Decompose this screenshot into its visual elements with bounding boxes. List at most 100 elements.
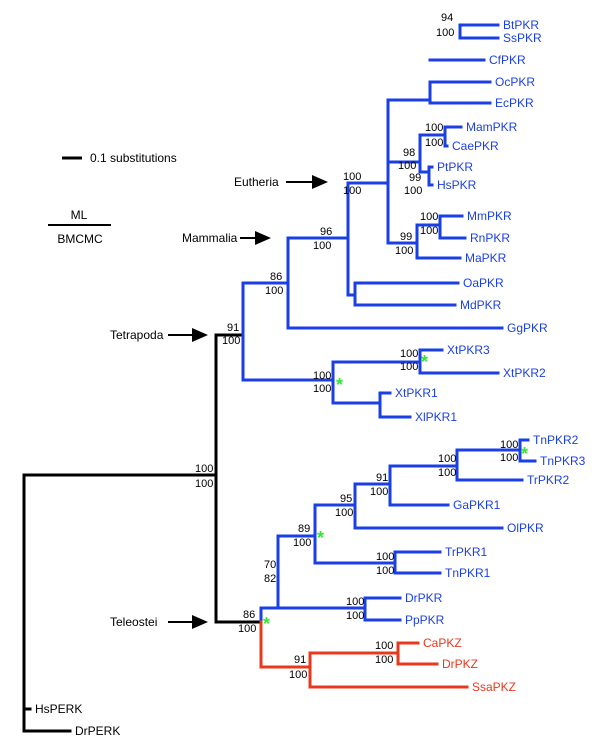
pkz-leaf-labels: CaPKZ DrPKZ SsaPKZ bbox=[423, 636, 516, 694]
support-ga-b: 100 bbox=[335, 507, 353, 519]
support-amn-b: 100 bbox=[265, 285, 283, 297]
support-values: 94 100 100 100 99 100 98 100 100 100 99 … bbox=[195, 12, 518, 681]
support-prim-ml: 98 bbox=[403, 147, 415, 159]
clade-annotations: Eutheria Mammalia Tetrapoda Teleostei bbox=[110, 175, 328, 629]
leaf-drpkz: DrPKZ bbox=[442, 657, 478, 671]
star-teleo: * bbox=[263, 614, 270, 634]
leaf-oc: OcPKR bbox=[495, 75, 535, 89]
leaf-gg: GgPKR bbox=[507, 321, 548, 335]
star-pkr1: * bbox=[317, 528, 324, 548]
support-tntr-b: 100 bbox=[438, 467, 456, 479]
support-root-b: 100 bbox=[195, 478, 213, 490]
support-cadr-ml: 100 bbox=[375, 640, 393, 652]
clade-eutheria-arrow-head bbox=[312, 175, 328, 189]
leaf-bt: BtPKR bbox=[503, 18, 539, 32]
support-pkz-ml: 91 bbox=[294, 654, 306, 666]
gene-duplication-markers: * * * * * bbox=[263, 352, 528, 634]
leaf-oa: OaPKR bbox=[463, 276, 504, 290]
support-euth-b: 100 bbox=[343, 185, 361, 197]
support-rod-ml: 99 bbox=[400, 231, 412, 243]
support-tr1tn1-b: 100 bbox=[376, 565, 394, 577]
clade-eutheria-label: Eutheria bbox=[234, 175, 279, 189]
scale-bar: 0.1 substitutions bbox=[62, 151, 177, 165]
leaf-tn1: TnPKR1 bbox=[445, 566, 491, 580]
legend-ml: ML bbox=[71, 208, 88, 222]
support-xen-ml: 100 bbox=[313, 370, 331, 382]
support-tet-ml: 91 bbox=[227, 322, 239, 334]
leaf-xt3: XtPKR3 bbox=[447, 343, 490, 357]
support-tet-b: 100 bbox=[222, 335, 240, 347]
support-legend: ML BMCMC bbox=[48, 208, 111, 246]
leaf-ol: OlPKR bbox=[507, 521, 544, 535]
leaf-tr2: TrPKR2 bbox=[527, 473, 570, 487]
support-rod-b: 100 bbox=[395, 245, 413, 257]
support-tr1tn1-ml: 100 bbox=[376, 551, 394, 563]
support-amn-ml: 86 bbox=[270, 271, 282, 283]
support-btss-ml: 94 bbox=[441, 12, 453, 24]
leaf-mm: MmPKR bbox=[467, 209, 512, 223]
star-xt32: * bbox=[421, 352, 428, 372]
support-tetr-b: 100 bbox=[370, 486, 388, 498]
support-mam-b: 100 bbox=[313, 240, 331, 252]
legend-bmcmc: BMCMC bbox=[57, 232, 103, 246]
support-pkr1-ml: 89 bbox=[298, 523, 310, 535]
clade-mammalia-label: Mammalia bbox=[182, 231, 238, 245]
clade-teleostei-arrow-head bbox=[192, 615, 208, 629]
outgroup-leaf-labels: HsPERK DrPERK bbox=[35, 702, 120, 738]
support-mam-ml: 96 bbox=[320, 226, 332, 238]
support-teleopkr-b: 82 bbox=[264, 573, 276, 585]
support-mmrn-ml: 100 bbox=[420, 211, 438, 223]
support-root-ml: 100 bbox=[195, 463, 213, 475]
leaf-dr: DrPKR bbox=[405, 591, 443, 605]
support-tetr-ml: 91 bbox=[376, 472, 388, 484]
leaf-hsperk: HsPERK bbox=[35, 702, 82, 716]
support-xt32-ml: 100 bbox=[400, 348, 418, 360]
pkz-branches bbox=[259, 620, 469, 689]
leaf-rn: RnPKR bbox=[470, 231, 510, 245]
support-cadr-b: 100 bbox=[375, 654, 393, 666]
leaf-tn3: TnPKR3 bbox=[540, 454, 586, 468]
clade-mammalia-arrow-head bbox=[255, 231, 271, 245]
support-teleo-b: 100 bbox=[238, 623, 256, 635]
support-pkr1-b: 100 bbox=[293, 537, 311, 549]
support-euth-ml: 100 bbox=[343, 171, 361, 183]
support-mmrn-b: 100 bbox=[420, 225, 438, 237]
tetrapod-branches bbox=[241, 23, 504, 419]
leaf-ga1: GaPKR1 bbox=[453, 498, 501, 512]
support-pkz-b: 100 bbox=[289, 669, 307, 681]
leaf-ma: MaPKR bbox=[465, 251, 507, 265]
support-tn23-b: 100 bbox=[500, 452, 518, 464]
support-mamcae-b: 100 bbox=[425, 137, 443, 149]
support-tntr-ml: 100 bbox=[438, 453, 456, 465]
leaf-xl1: XlPKR1 bbox=[415, 410, 457, 424]
clade-tetrapoda-arrow-head bbox=[192, 328, 208, 342]
leaf-xt1: XtPKR1 bbox=[395, 386, 438, 400]
support-drpp-ml: 100 bbox=[346, 596, 364, 608]
leaf-ss: SsPKR bbox=[503, 31, 542, 45]
leaf-tr1: TrPKR1 bbox=[445, 545, 488, 559]
support-xen-b: 100 bbox=[313, 383, 331, 395]
leaf-ec: EcPKR bbox=[495, 96, 534, 110]
leaf-cf: CfPKR bbox=[489, 53, 526, 67]
star-tn23: * bbox=[521, 444, 528, 464]
leaf-capkz: CaPKZ bbox=[423, 636, 462, 650]
leaf-hs: HsPKR bbox=[437, 178, 477, 192]
support-pths-ml: 99 bbox=[409, 172, 421, 184]
leaf-xt2: XtPKR2 bbox=[503, 366, 546, 380]
leaf-pt: PtPKR bbox=[437, 160, 473, 174]
support-ga-ml: 95 bbox=[340, 493, 352, 505]
support-teleo-ml: 86 bbox=[243, 609, 255, 621]
leaf-ssapkz: SsaPKZ bbox=[472, 680, 516, 694]
clade-teleostei-label: Teleostei bbox=[110, 615, 157, 629]
support-prim-b: 100 bbox=[398, 160, 416, 172]
teleost-pkr-branches bbox=[259, 438, 537, 624]
support-pths-b: 100 bbox=[404, 185, 422, 197]
support-xt32-b: 100 bbox=[400, 361, 418, 373]
support-teleopkr-ml: 70 bbox=[264, 559, 276, 571]
leaf-pp: PpPKR bbox=[405, 613, 445, 627]
leaf-cae: CaePKR bbox=[452, 139, 499, 153]
leaf-tn2: TnPKR2 bbox=[533, 433, 579, 447]
scale-bar-label: 0.1 substitutions bbox=[90, 151, 177, 165]
support-drpp-b: 100 bbox=[346, 610, 364, 622]
